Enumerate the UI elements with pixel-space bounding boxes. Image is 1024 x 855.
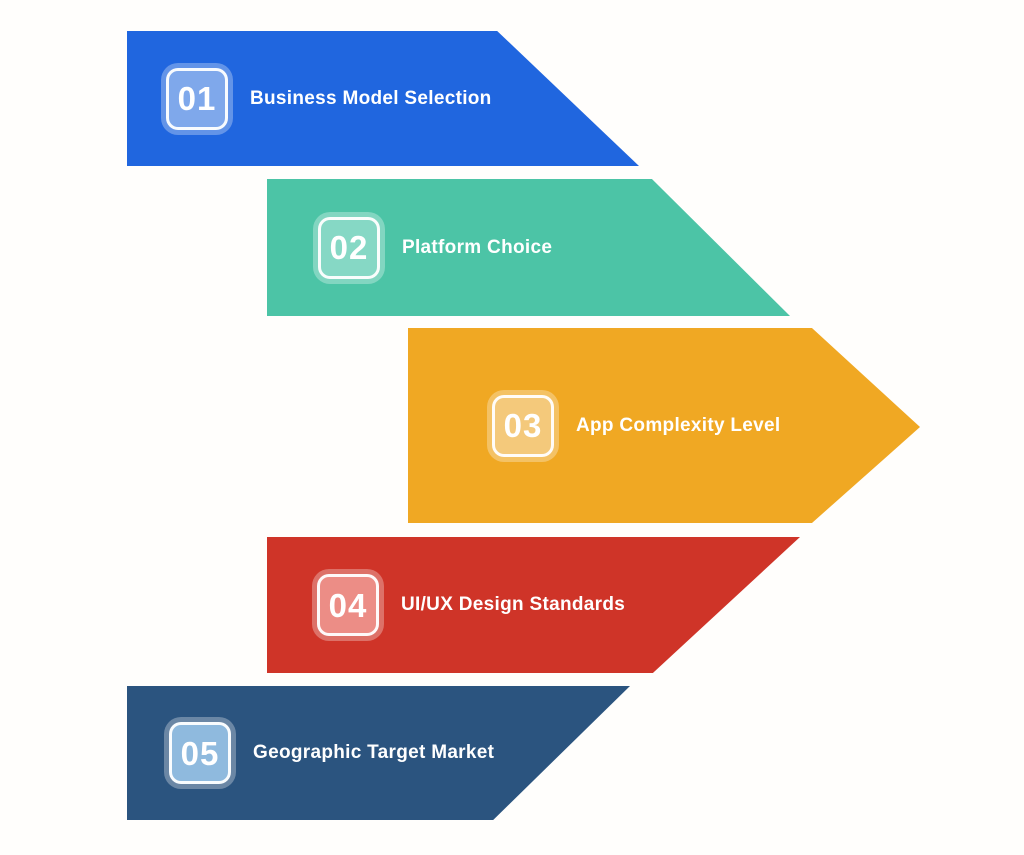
step-number-badge: 04 bbox=[317, 574, 379, 636]
step-number-badge: 03 bbox=[492, 394, 554, 457]
step-number: 04 bbox=[328, 586, 368, 624]
step-number: 02 bbox=[329, 229, 369, 266]
step-banner-uiux-standards: 04 UI/UX Design Standards bbox=[267, 537, 800, 673]
step-number-badge: 05 bbox=[169, 722, 231, 784]
step-label: Business Model Selection bbox=[250, 87, 492, 109]
step-label: UI/UX Design Standards bbox=[401, 594, 626, 615]
step-label: Geographic Target Market bbox=[253, 742, 495, 763]
step-banner-business-model: 01 Business Model Selection bbox=[127, 31, 639, 166]
step-number: 01 bbox=[177, 80, 217, 117]
step-banner-geographic-market: 05 Geographic Target Market bbox=[127, 686, 630, 820]
step-number: 03 bbox=[503, 407, 543, 444]
step-label: Platform Choice bbox=[402, 236, 553, 258]
step-number: 05 bbox=[180, 734, 220, 772]
step-number-badge: 01 bbox=[166, 67, 228, 130]
step-banner-platform-choice: 02 Platform Choice bbox=[267, 179, 790, 316]
step-label: App Complexity Level bbox=[576, 414, 781, 436]
step-number-badge: 02 bbox=[318, 216, 380, 279]
step-banner-app-complexity: 03 App Complexity Level bbox=[408, 328, 920, 523]
